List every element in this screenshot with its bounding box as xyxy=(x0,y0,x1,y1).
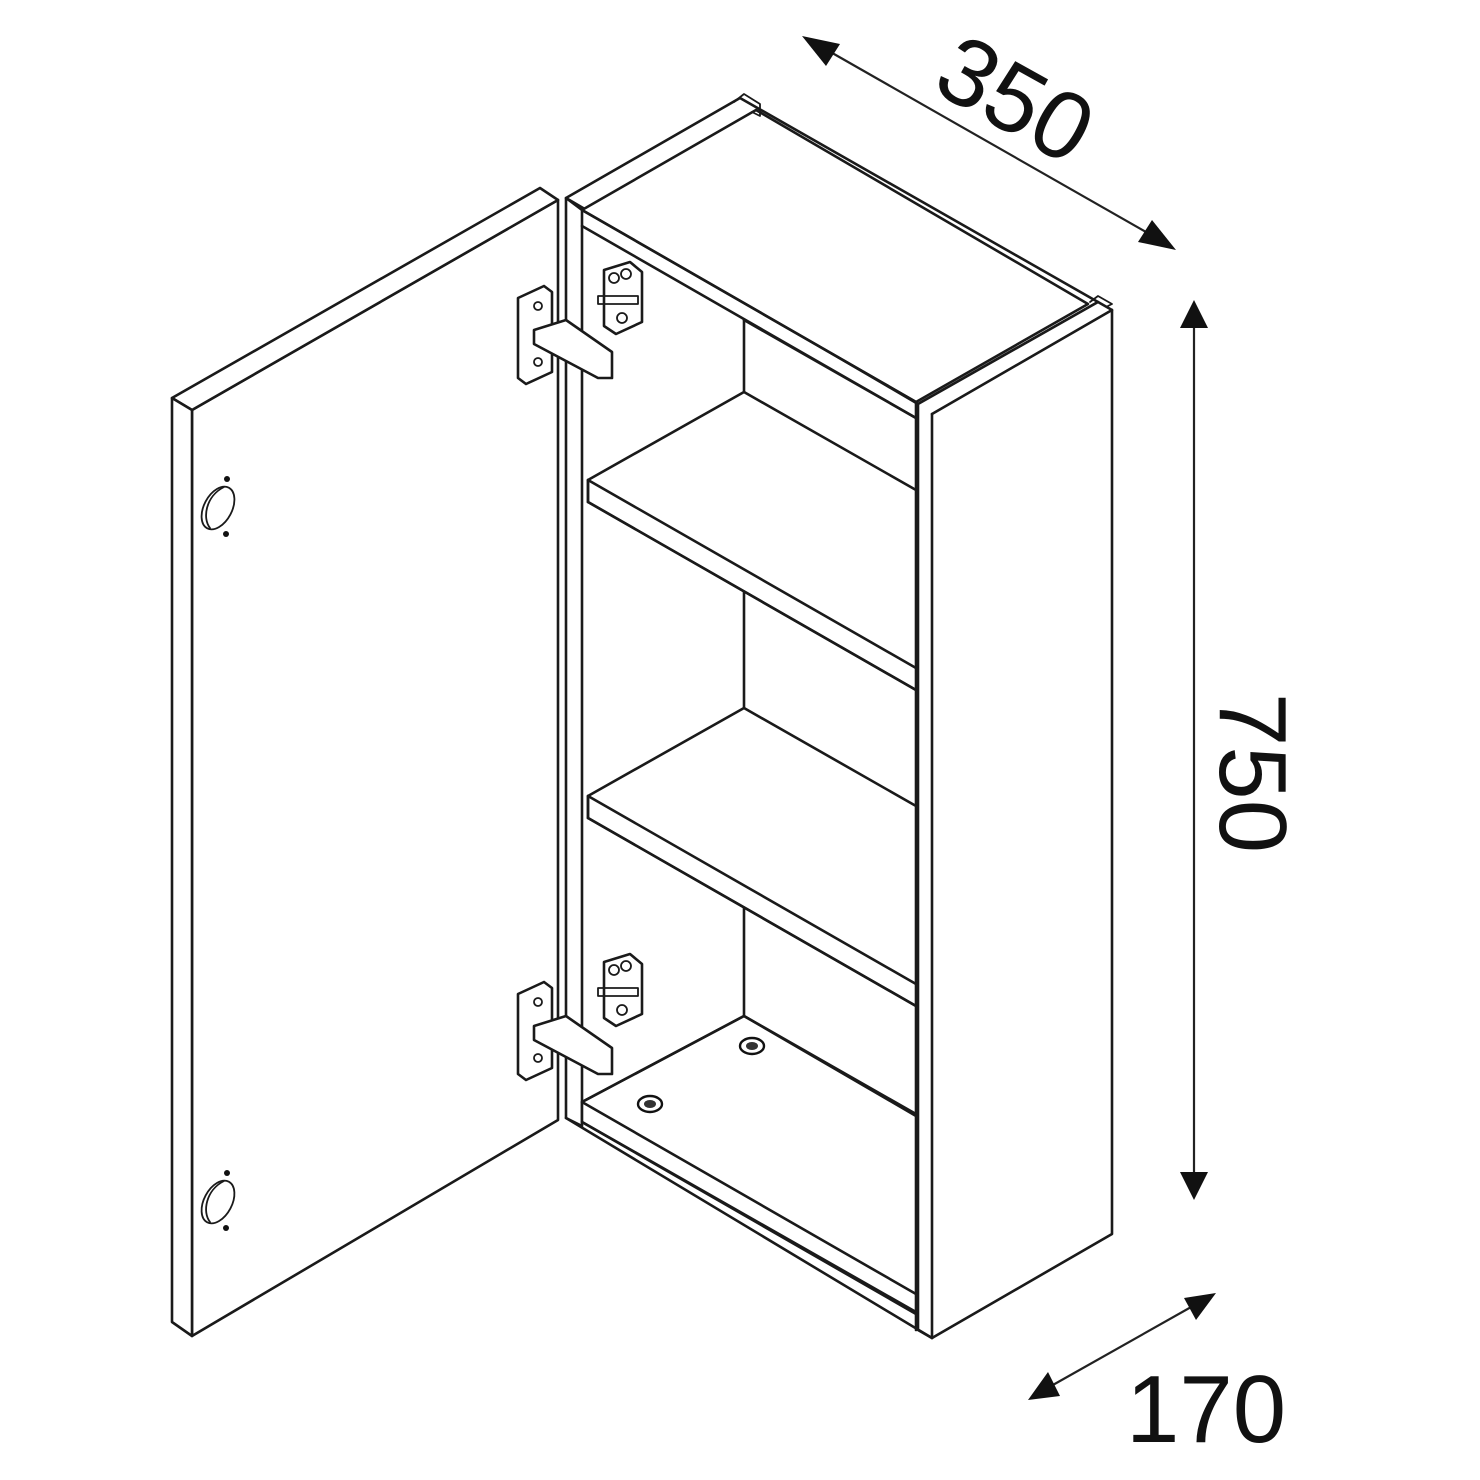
cabinet-body xyxy=(564,93,1114,1340)
dimension-line-350 xyxy=(802,36,1176,250)
hinge-bottom-icon xyxy=(516,952,644,1082)
hinge-top-icon xyxy=(516,260,644,386)
mounting-hole-back-icon xyxy=(738,1036,766,1056)
cabinet-door xyxy=(170,186,560,1338)
shelf-upper xyxy=(586,390,918,692)
door-handle-bottom-icon xyxy=(200,1170,236,1231)
dimension-line-170 xyxy=(1028,1293,1216,1400)
mounting-hole-front-icon xyxy=(636,1094,664,1114)
dimension-label-750: 750 xyxy=(1199,692,1307,854)
door-handle-top-icon xyxy=(200,476,236,537)
dimension-label-170: 170 xyxy=(1126,1356,1287,1463)
dimension-line-750 xyxy=(1180,300,1208,1200)
shelf-lower xyxy=(586,706,918,1008)
